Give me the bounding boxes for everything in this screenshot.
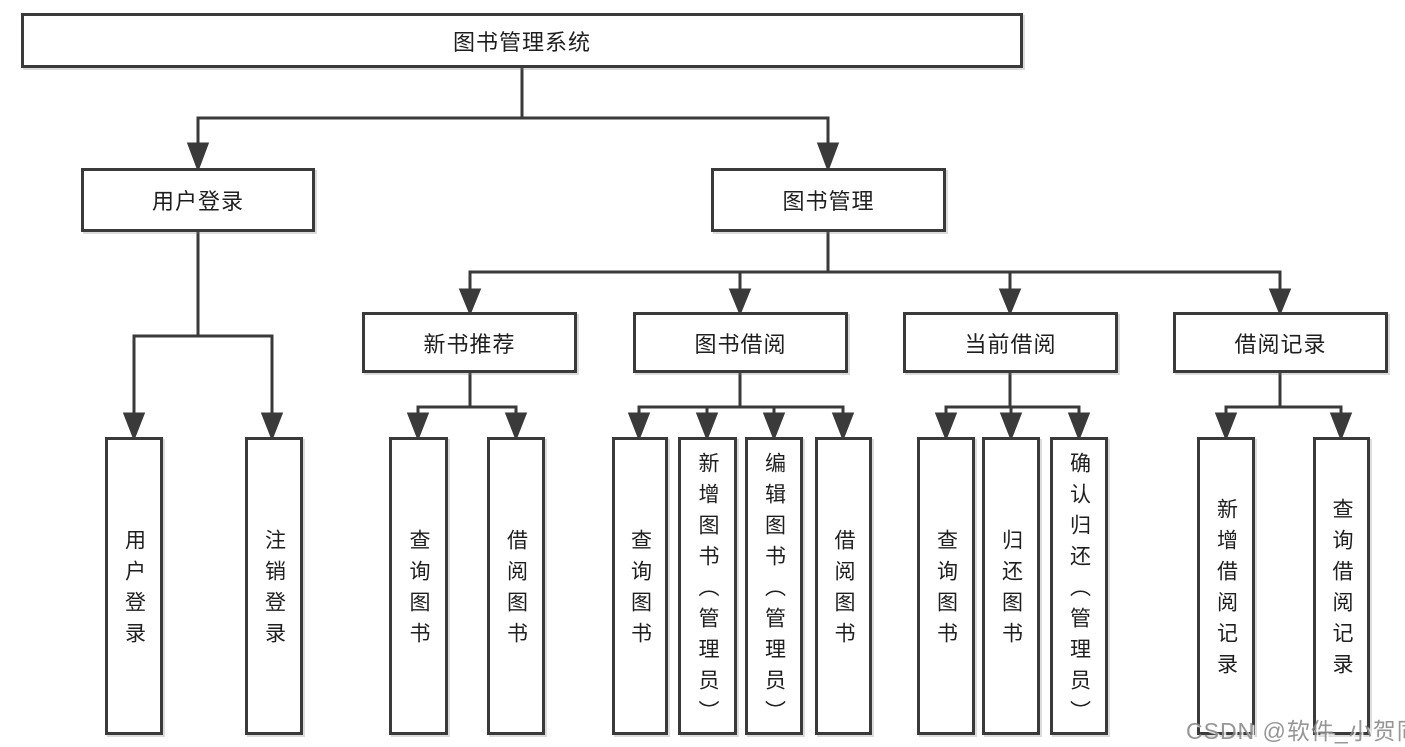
leaf-add-books-admin: 新增图书（管理员）: [678, 437, 737, 735]
leaf-borrow-query-books: 查询图书: [612, 437, 668, 735]
connector-userlogin-to-leaves: [122, 232, 284, 442]
node-root-label: 图书管理系统: [452, 29, 591, 55]
arrowhead: [831, 412, 855, 442]
csdn-watermark: CSDN @软件_小贺同学: [1186, 718, 1405, 744]
connector-borrowrecords-to-leaves: [1214, 373, 1353, 442]
node-book-management: 图书管理: [711, 168, 946, 232]
leaf-label: 用户登录: [122, 529, 146, 653]
arrowhead: [186, 142, 210, 173]
node-label: 用户登录: [151, 189, 244, 214]
leaf-return-books: 归还图书: [982, 437, 1040, 735]
leaf-newbooks-query-books: 查询图书: [389, 437, 448, 735]
leaf-label: 注销登录: [262, 529, 286, 653]
leaf-label: 新增图书（管理员）: [696, 451, 719, 731]
leaf-logout: 注销登录: [245, 437, 303, 735]
node-book-borrow: 图书借阅: [633, 312, 848, 373]
leaf-confirm-return-admin: 确认归还（管理员）: [1050, 437, 1108, 735]
arrowhead: [816, 142, 840, 173]
leaf-label: 新增借阅记录: [1214, 498, 1238, 684]
arrowhead: [260, 412, 284, 442]
node-user-login: 用户登录: [81, 168, 315, 232]
leaf-label: 编辑图书（管理员）: [762, 451, 786, 731]
node-label: 当前借阅: [964, 331, 1057, 357]
arrowhead: [1214, 412, 1238, 442]
arrowhead: [1268, 288, 1292, 316]
node-root: 图书管理系统: [21, 13, 1023, 68]
leaf-label: 借阅图书: [832, 529, 855, 653]
arrowhead: [406, 412, 430, 442]
arrowhead: [122, 412, 146, 442]
leaf-user-login: 用户登录: [105, 437, 163, 735]
arrowhead: [1067, 412, 1091, 442]
arrowhead: [504, 412, 528, 442]
leaf-newbooks-borrow-books: 借阅图书: [487, 437, 545, 735]
arrowhead: [627, 412, 651, 442]
leaf-label: 确认归还（管理员）: [1067, 451, 1091, 731]
arrowhead: [762, 412, 786, 442]
connector-bookmgmt-to-level3: [458, 232, 1292, 316]
connector-root-to-level2: [186, 68, 840, 173]
connector-currentborrow-to-leaves: [934, 373, 1091, 442]
arrowhead: [695, 412, 719, 442]
connector-newbooks-to-leaves: [406, 373, 528, 442]
leaf-label: 查询图书: [407, 529, 430, 653]
arrowhead: [934, 412, 958, 442]
node-current-borrow: 当前借阅: [903, 312, 1118, 373]
leaf-label: 查询图书: [934, 529, 958, 653]
leaf-label: 查询图书: [628, 529, 652, 653]
arrowhead: [1329, 412, 1353, 442]
leaf-label: 借阅图书: [504, 529, 528, 653]
leaf-label: 归还图书: [999, 529, 1023, 653]
leaf-add-borrow-record: 新增借阅记录: [1197, 437, 1255, 735]
node-label: 图书借阅: [694, 331, 787, 357]
leaf-label: 查询借阅记录: [1330, 498, 1353, 684]
arrowhead: [458, 288, 482, 316]
leaf-borrow-books: 借阅图书: [815, 437, 872, 735]
leaf-edit-books-admin: 编辑图书（管理员）: [745, 437, 803, 735]
arrowhead: [728, 288, 752, 316]
node-new-book-recommend: 新书推荐: [362, 312, 577, 373]
connector-bookborrow-to-leaves: [627, 373, 855, 442]
leaf-current-query-books: 查询图书: [917, 437, 975, 735]
node-label: 图书管理: [782, 189, 875, 214]
arrowhead: [998, 288, 1022, 316]
arrowhead: [999, 412, 1023, 442]
node-label: 借阅记录: [1234, 331, 1327, 357]
leaf-query-borrow-record: 查询借阅记录: [1313, 437, 1370, 735]
node-label: 新书推荐: [423, 331, 516, 357]
node-borrow-record: 借阅记录: [1173, 312, 1388, 373]
